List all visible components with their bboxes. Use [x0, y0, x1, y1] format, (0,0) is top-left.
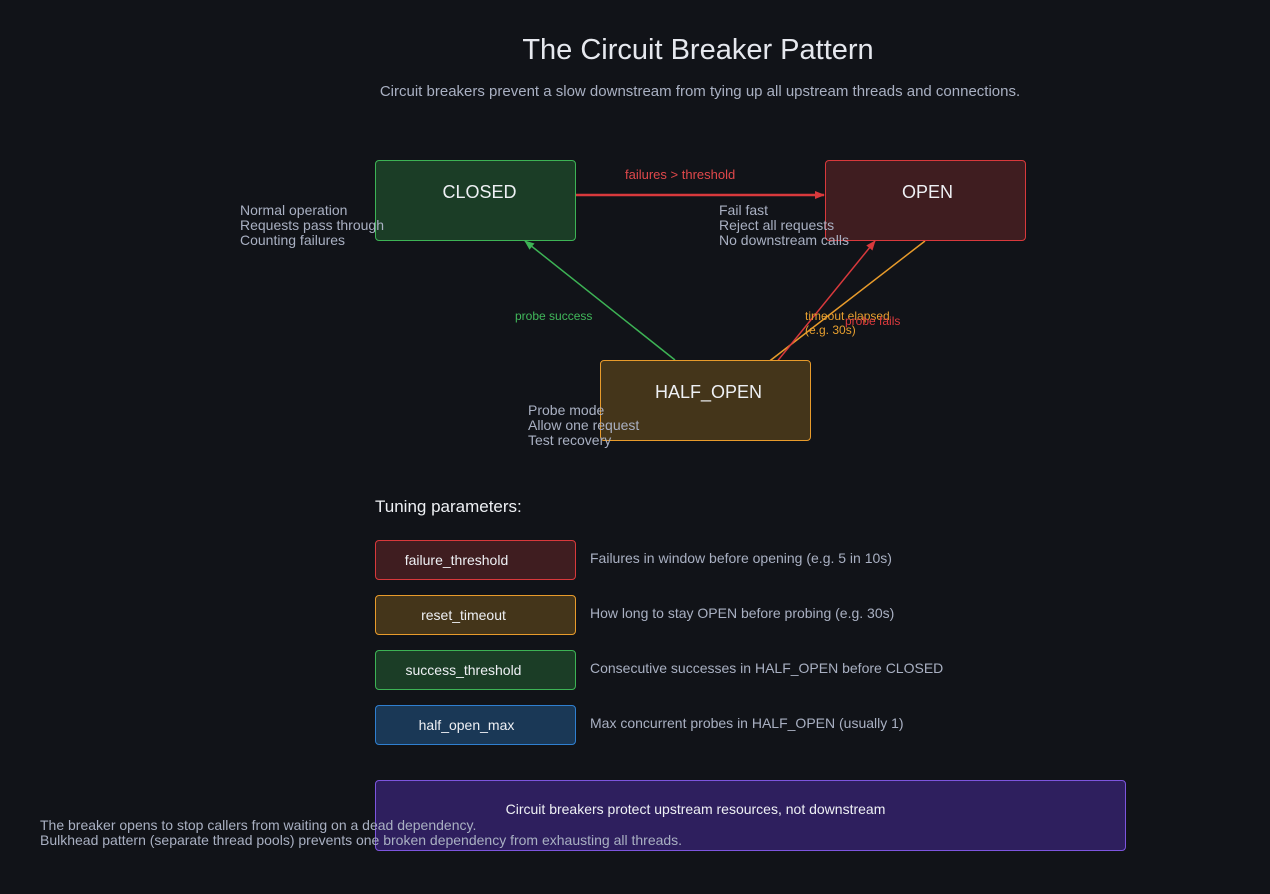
param-desc: Consecutive successes in HALF_OPEN befor… [590, 660, 944, 676]
key-insight-callout: Circuit breakers protect upstream resour… [375, 780, 1126, 851]
param-name: half_open_max [418, 717, 515, 733]
label-timeout-elapsed: timeout elapsed (e.g. 30s) [805, 309, 890, 337]
param-desc: Max concurrent probes in HALF_OPEN (usua… [590, 715, 904, 731]
note-line: Requests pass through [240, 217, 384, 233]
param-half-open-max: half_open_max [375, 705, 576, 745]
state-half-open: HALF_OPEN [600, 360, 811, 441]
param-reset-timeout: reset_timeout [375, 595, 576, 635]
state-open-label: OPEN [901, 182, 953, 202]
label-timeout-line: (e.g. 30s) [805, 323, 856, 337]
footer-line: The breaker opens to stop callers from w… [40, 817, 477, 833]
note-line: Allow one request [528, 417, 640, 433]
param-success-threshold: success_threshold [375, 650, 576, 690]
note-line: Counting failures [240, 232, 346, 248]
note-line: Normal operation [240, 202, 348, 218]
label-probe-success: probe success [515, 309, 593, 323]
footer-line: Bulkhead pattern (separate thread pools)… [40, 832, 683, 848]
footer-notes: The breaker opens to stop callers from w… [40, 818, 682, 848]
page-title: The Circuit Breaker Pattern [522, 34, 874, 66]
param-failure-threshold: failure_threshold [375, 540, 576, 580]
tuning-heading: Tuning parameters: [375, 497, 522, 516]
arrow-open-to-half-open [744, 240, 926, 381]
param-name: failure_threshold [404, 552, 509, 568]
state-closed-label: CLOSED [442, 182, 517, 202]
closed-notes: Normal operation Requests pass through C… [240, 203, 384, 248]
param-name: success_threshold [405, 662, 522, 678]
note-line: Reject all requests [719, 217, 835, 233]
state-half-open-label: HALF_OPEN [654, 382, 763, 402]
label-failures-threshold: failures > threshold [625, 167, 736, 182]
param-name: reset_timeout [421, 607, 506, 623]
open-notes: Fail fast Reject all requests No downstr… [719, 203, 849, 248]
param-desc: Failures in window before opening (e.g. … [590, 550, 892, 566]
half-open-notes: Probe mode Allow one request Test recove… [528, 403, 639, 448]
note-line: Probe mode [528, 402, 605, 418]
label-timeout-line: timeout elapsed [805, 309, 890, 323]
param-desc: How long to stay OPEN before probing (e.… [590, 605, 895, 621]
arrow-half-open-to-closed [524, 240, 676, 361]
note-line: Fail fast [719, 202, 769, 218]
label-probe-fails: probe fails [845, 314, 901, 328]
state-closed: CLOSED [375, 160, 576, 241]
state-open: OPEN [825, 160, 1026, 241]
page-subtitle: Circuit breakers prevent a slow downstre… [379, 83, 1021, 100]
note-line: No downstream calls [719, 232, 849, 248]
callout-text: Circuit breakers protect upstream resour… [505, 801, 886, 817]
note-line: Test recovery [528, 432, 612, 448]
